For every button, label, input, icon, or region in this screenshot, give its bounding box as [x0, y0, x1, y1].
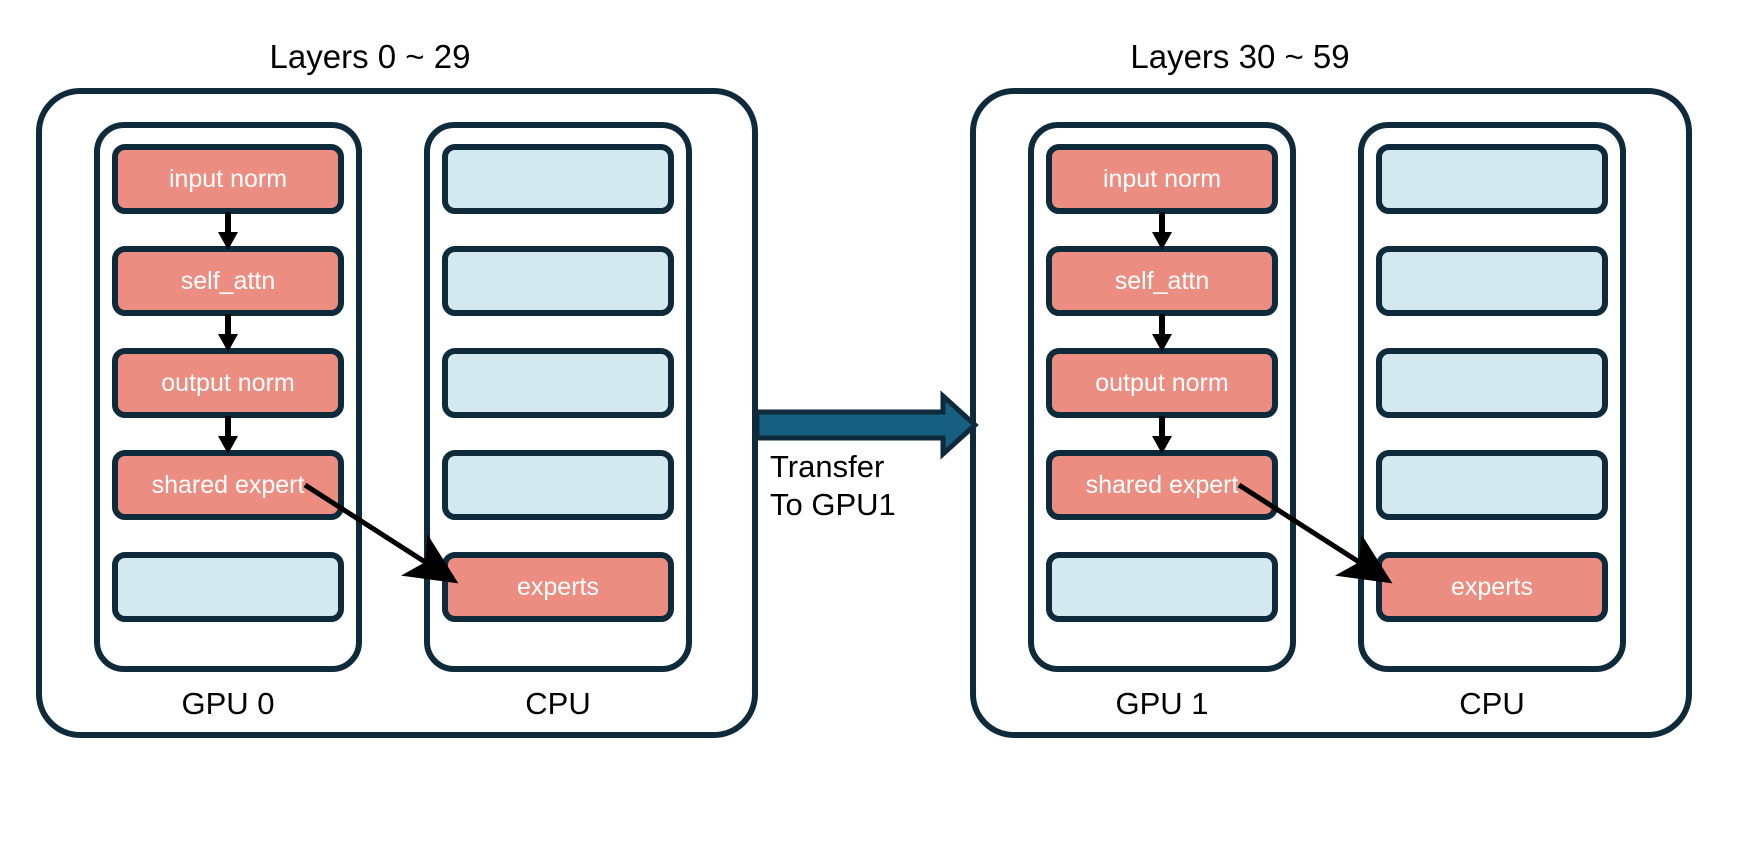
block-cpu-slot[interactable]	[442, 246, 674, 316]
block-cpu-slot[interactable]	[442, 144, 674, 214]
block-empty-slot[interactable]	[112, 552, 344, 622]
device-label-cpu-left: CPU	[525, 686, 591, 721]
block-cpu-slot[interactable]	[1376, 348, 1608, 418]
block-cpu-slot[interactable]	[1376, 144, 1608, 214]
block-output-norm[interactable]: output norm	[1046, 348, 1278, 418]
block-input-norm[interactable]: input norm	[1046, 144, 1278, 214]
transfer-caption-line2: To GPU1	[770, 486, 896, 522]
group-title-left: Layers 0 ~ 29	[269, 38, 471, 75]
memory-column-cpu-right: experts	[1358, 122, 1626, 672]
block-self-attn[interactable]: self_attn	[1046, 246, 1278, 316]
device-card-gpu0: input norm self_attn output norm shared …	[36, 88, 758, 738]
block-output-norm[interactable]: output norm	[112, 348, 344, 418]
flow-arrow-down-icon	[1152, 212, 1172, 250]
flow-arrow-down-icon	[1152, 314, 1172, 352]
device-card-gpu1: input norm self_attn output norm shared …	[970, 88, 1692, 738]
block-cpu-slot[interactable]	[442, 348, 674, 418]
transfer-arrow	[754, 390, 979, 460]
device-label-cpu-right: CPU	[1459, 686, 1525, 721]
transfer-caption-line1: Transfer	[770, 449, 885, 484]
memory-column-gpu1: input norm self_attn output norm shared …	[1028, 122, 1296, 672]
block-shared-expert[interactable]: shared expert	[1046, 450, 1278, 520]
device-label-gpu0: GPU 0	[181, 686, 275, 721]
memory-column-gpu0: input norm self_attn output norm shared …	[94, 122, 362, 672]
block-cpu-slot[interactable]	[442, 450, 674, 520]
block-self-attn[interactable]: self_attn	[112, 246, 344, 316]
group-title-right: Layers 30 ~ 59	[1130, 38, 1350, 75]
block-cpu-slot[interactable]	[1376, 450, 1608, 520]
block-experts[interactable]: experts	[442, 552, 674, 622]
flow-arrow-down-icon	[1152, 416, 1172, 454]
flow-arrow-down-icon	[218, 212, 238, 250]
transfer-caption: Transfer To GPU1	[770, 448, 970, 524]
flow-arrow-down-icon	[218, 314, 238, 352]
device-label-gpu1: GPU 1	[1115, 686, 1209, 721]
memory-column-cpu-left: experts	[424, 122, 692, 672]
block-input-norm[interactable]: input norm	[112, 144, 344, 214]
block-cpu-slot[interactable]	[1376, 246, 1608, 316]
flow-arrow-down-icon	[218, 416, 238, 454]
block-empty-slot[interactable]	[1046, 552, 1278, 622]
block-shared-expert[interactable]: shared expert	[112, 450, 344, 520]
block-experts[interactable]: experts	[1376, 552, 1608, 622]
